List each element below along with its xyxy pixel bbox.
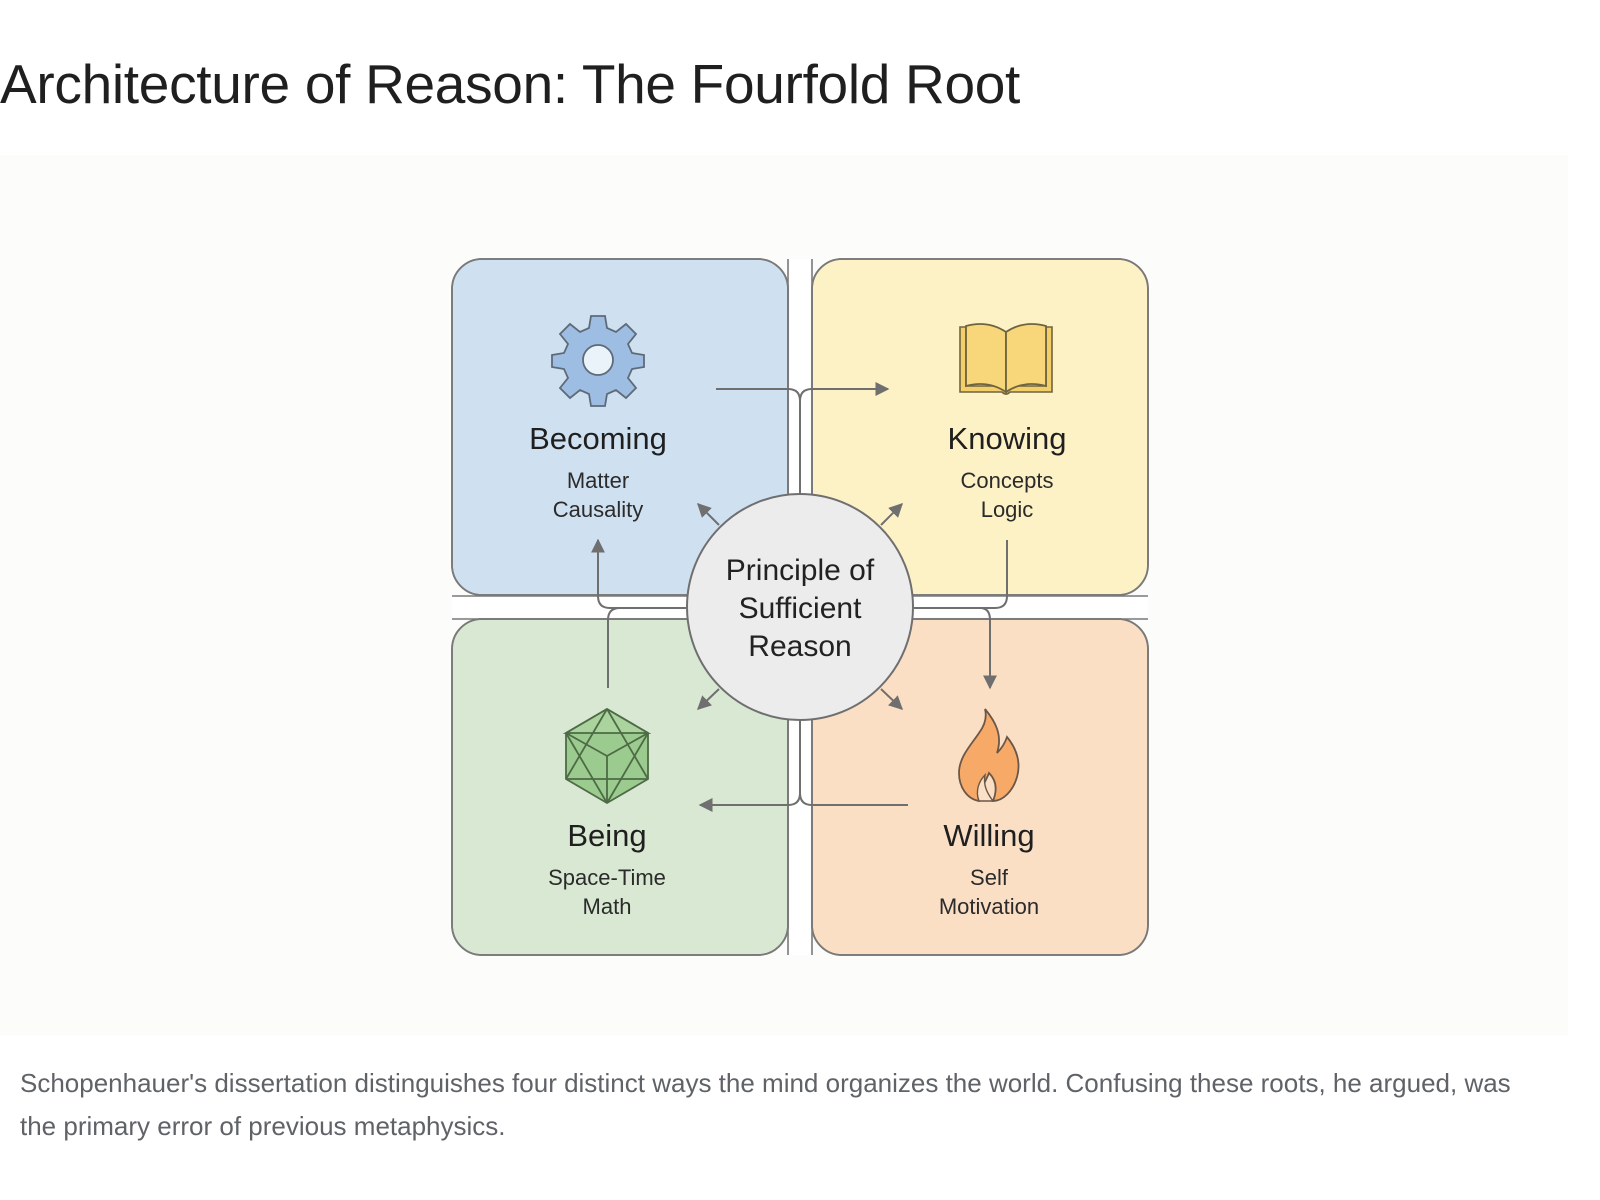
knowing-title: Knowing [948,421,1067,456]
being-subtitle-1: Space-Time [548,865,666,890]
open-book-icon [959,323,1053,395]
center-label-line-3: Reason [748,630,851,663]
center-node: Principle of Sufficient Reason [686,493,914,721]
gear-icon [551,315,645,407]
willing-subtitle-2: Motivation [939,894,1039,919]
page-title: Architecture of Reason: The Fourfold Roo… [0,53,1020,115]
connector-being-to-becoming [591,538,686,688]
becoming-title: Becoming [529,421,667,456]
knowing-subtitle-1: Concepts [961,468,1054,493]
connector-knowing-to-willing [914,540,1008,690]
willing-subtitle-1: Self [970,865,1009,890]
arrow-center-to-willing [880,688,904,710]
icosahedron-icon [562,707,652,805]
arrow-center-to-becoming [697,503,720,526]
being-subtitle-2: Math [583,894,632,919]
flame-icon [958,708,1020,803]
knowing-subtitle-2: Logic [981,497,1034,522]
center-label-line-2: Sufficient [739,592,863,625]
arrow-center-to-knowing [880,503,903,526]
becoming-subtitle-1: Matter [567,468,629,493]
figure-caption: Schopenhauer's dissertation distinguishe… [20,1068,1511,1141]
center-label-line-1: Principle of [726,554,875,587]
being-title: Being [567,818,646,853]
willing-title: Willing [943,818,1034,853]
center-circle [686,493,914,721]
becoming-subtitle-2: Causality [553,497,643,522]
arrow-center-to-being [696,688,720,710]
